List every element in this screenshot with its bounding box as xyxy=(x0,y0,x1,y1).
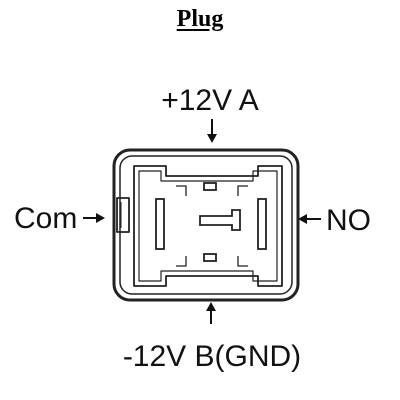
pin-center xyxy=(199,209,241,231)
arrow-right-icon xyxy=(298,214,321,224)
label-top: +12V A xyxy=(161,84,259,117)
connector-housing xyxy=(112,148,300,302)
pin-top xyxy=(203,182,217,191)
pin-bottom xyxy=(203,253,217,262)
pin-left xyxy=(155,198,165,250)
arrow-bottom-icon xyxy=(206,302,216,324)
pin-right xyxy=(257,198,267,250)
arrow-top-icon xyxy=(207,119,217,143)
terminal-pins xyxy=(155,182,267,262)
label-left: Com xyxy=(14,202,77,235)
label-bottom: -12V B(GND) xyxy=(123,340,301,373)
label-right: NO xyxy=(326,204,371,237)
arrow-left-icon xyxy=(83,213,105,223)
page-title: Plug xyxy=(176,6,224,32)
